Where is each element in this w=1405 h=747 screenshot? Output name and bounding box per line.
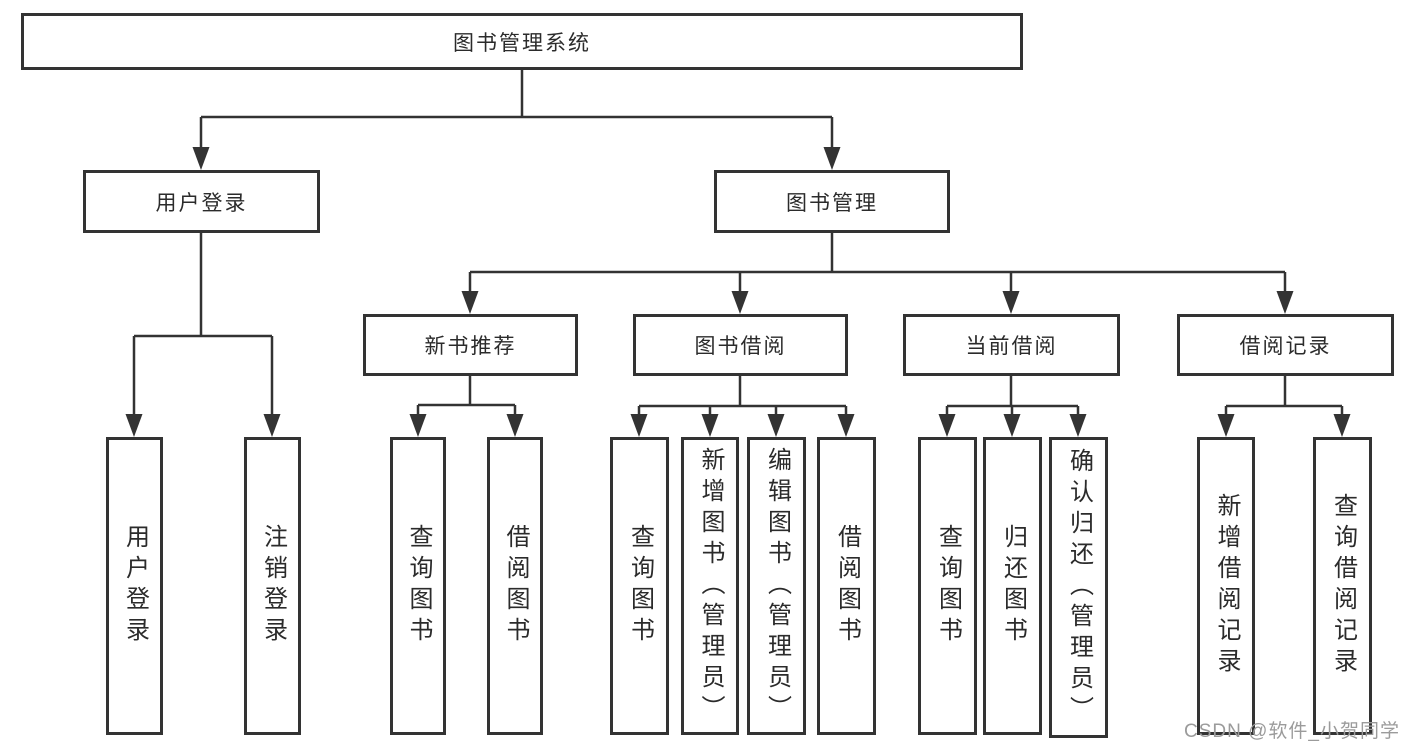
node-current-borrow-label: 当前借阅 bbox=[965, 335, 1058, 358]
leaf-edit-book-admin-label: 编辑图书（管理员） bbox=[763, 446, 791, 726]
leaf-user-login: 用户登录 bbox=[106, 437, 163, 735]
node-new-book-recommend: 新书推荐 bbox=[363, 314, 578, 376]
node-library-system-label: 图书管理系统 bbox=[453, 31, 591, 55]
connector-root bbox=[199, 70, 834, 150]
leaf-query-book-borrow-label: 查询图书 bbox=[626, 524, 654, 648]
leaf-logout-label: 注销登录 bbox=[259, 524, 287, 648]
connector-current-borrow bbox=[945, 376, 1080, 416]
leaf-edit-book-admin: 编辑图书（管理员） bbox=[747, 437, 806, 735]
leaf-query-book-recommend: 查询图书 bbox=[390, 437, 446, 735]
node-borrow-records-label: 借阅记录 bbox=[1239, 335, 1332, 358]
leaf-query-borrow-record-label: 查询借阅记录 bbox=[1329, 493, 1357, 679]
leaf-query-borrow-record: 查询借阅记录 bbox=[1313, 437, 1372, 735]
leaf-user-login-label: 用户登录 bbox=[121, 524, 149, 648]
leaf-borrow-book-label: 借阅图书 bbox=[833, 524, 861, 648]
leaf-confirm-return-admin: 确认归还（管理员） bbox=[1049, 437, 1108, 738]
leaf-add-book-admin-label: 新增图书（管理员） bbox=[697, 446, 724, 726]
node-book-management-label: 图书管理 bbox=[786, 191, 878, 215]
connector-user-login bbox=[132, 233, 274, 416]
leaf-borrow-book-recommend-label: 借阅图书 bbox=[502, 524, 529, 648]
connector-borrow-records bbox=[1224, 376, 1344, 416]
node-library-system: 图书管理系统 bbox=[21, 13, 1023, 70]
leaf-query-book-current-label: 查询图书 bbox=[934, 524, 962, 648]
leaf-logout: 注销登录 bbox=[244, 437, 301, 735]
node-current-borrow: 当前借阅 bbox=[903, 314, 1120, 376]
leaf-confirm-return-admin-label: 确认归还（管理员） bbox=[1065, 448, 1093, 727]
leaf-query-book-current: 查询图书 bbox=[918, 437, 977, 735]
leaf-return-book: 归还图书 bbox=[983, 437, 1042, 735]
leaf-query-book-borrow: 查询图书 bbox=[610, 437, 669, 735]
connector-book-management bbox=[468, 233, 1287, 294]
leaf-query-book-recommend-label: 查询图书 bbox=[405, 524, 432, 648]
connector-book-borrow bbox=[637, 376, 848, 416]
node-book-borrow-label: 图书借阅 bbox=[694, 335, 787, 358]
leaf-add-book-admin: 新增图书（管理员） bbox=[681, 437, 739, 735]
node-user-login-label: 用户登录 bbox=[155, 191, 248, 215]
leaf-add-borrow-record: 新增借阅记录 bbox=[1197, 437, 1255, 735]
leaf-return-book-label: 归还图书 bbox=[999, 524, 1027, 648]
node-borrow-records: 借阅记录 bbox=[1177, 314, 1394, 376]
arrowheads bbox=[125, 147, 1351, 437]
node-user-login: 用户登录 bbox=[83, 170, 320, 233]
leaf-borrow-book-recommend: 借阅图书 bbox=[487, 437, 543, 735]
watermark-text: CSDN @软件_小贺同学 bbox=[1184, 721, 1400, 742]
node-book-borrow: 图书借阅 bbox=[633, 314, 848, 376]
node-new-book-recommend-label: 新书推荐 bbox=[424, 335, 517, 358]
leaf-borrow-book: 借阅图书 bbox=[817, 437, 876, 735]
connector-new-book bbox=[416, 376, 517, 416]
node-book-management: 图书管理 bbox=[714, 170, 950, 233]
leaf-add-borrow-record-label: 新增借阅记录 bbox=[1213, 493, 1240, 679]
